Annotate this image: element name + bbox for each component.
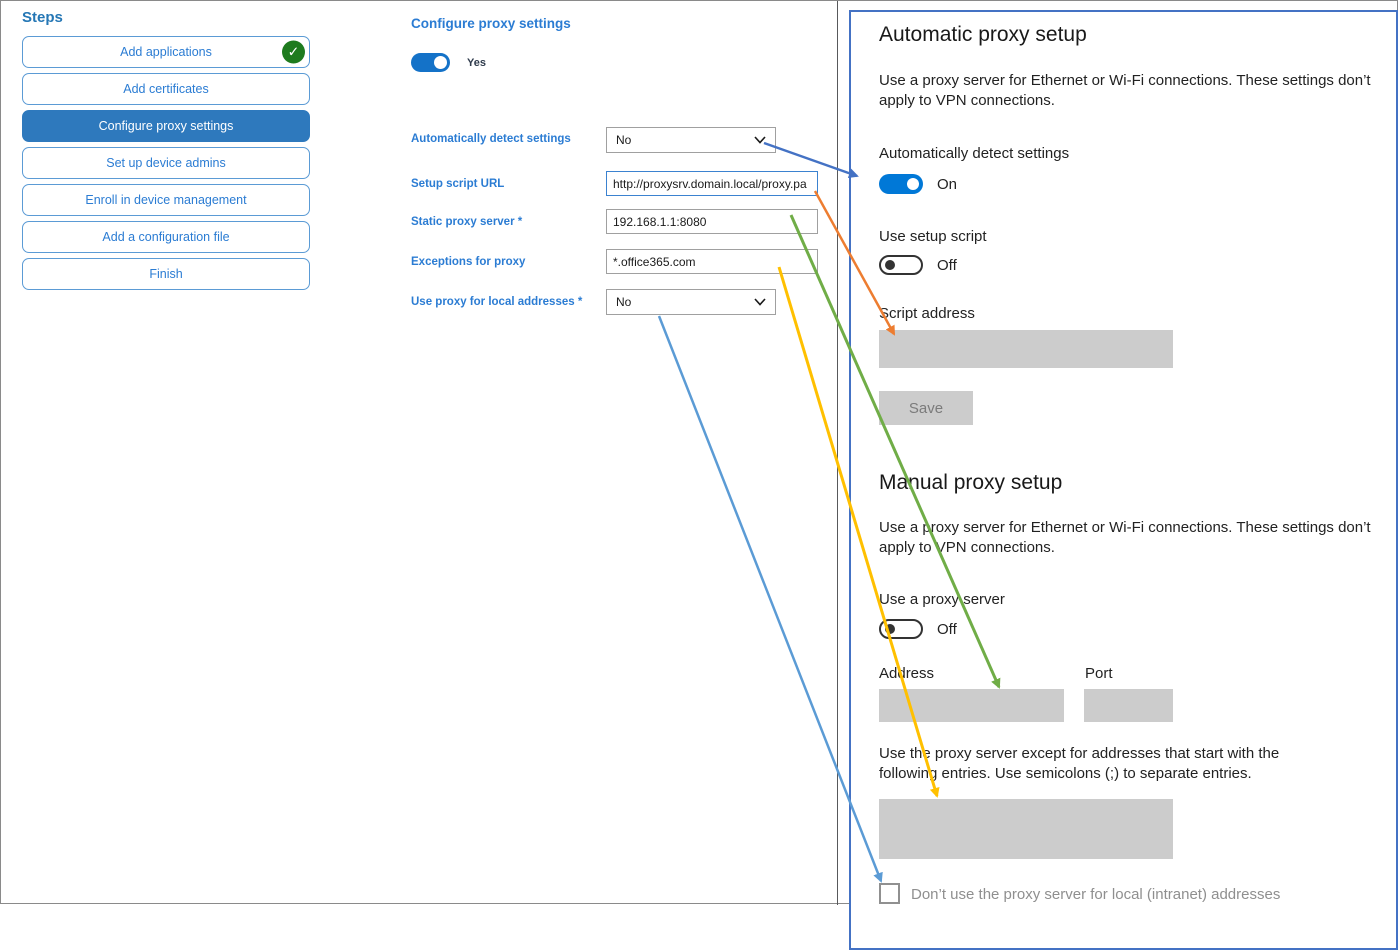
use-proxy-local-addresses-select[interactable]: No [606, 289, 776, 315]
step-add-certificates[interactable]: Add certificates [22, 73, 310, 105]
step-configure-proxy-settings[interactable]: Configure proxy settings [22, 110, 310, 142]
save-button[interactable]: Save [879, 391, 973, 425]
port-input[interactable] [1084, 689, 1173, 722]
static-proxy-server-input[interactable] [606, 209, 818, 234]
use-setup-script-label: Use setup script [879, 228, 987, 245]
step-label: Add applications [120, 45, 212, 59]
detect-settings-toggle[interactable] [879, 174, 923, 194]
local-intranet-checkbox-label: Don’t use the proxy server for local (in… [911, 886, 1281, 903]
script-address-input[interactable] [879, 330, 1173, 368]
toggle-knob [907, 178, 919, 190]
address-label: Address [879, 665, 935, 682]
automatic-proxy-setup-heading: Automatic proxy setup [879, 23, 1087, 46]
automatically-detect-select[interactable]: No [606, 127, 776, 153]
detect-settings-state: On [937, 176, 958, 193]
step-finish[interactable]: Finish [22, 258, 310, 290]
field-label-detect: Automatically detect settings [411, 133, 571, 145]
toggle-knob [434, 56, 447, 69]
step-set-up-device-admins[interactable]: Set up device admins [22, 147, 310, 179]
use-proxy-server-state: Off [937, 621, 957, 638]
manual-proxy-description: Use a proxy server for Ethernet or Wi-Fi… [879, 519, 1371, 556]
step-add-a-configuration-file[interactable]: Add a configuration file [22, 221, 310, 253]
step-label: Finish [149, 267, 183, 281]
step-label: Set up device admins [106, 156, 226, 170]
step-add-applications[interactable]: Add applications ✓ [22, 36, 310, 68]
step-label: Add a configuration file [102, 230, 230, 244]
use-proxy-server-toggle[interactable] [879, 619, 923, 639]
vertical-separator [837, 1, 838, 905]
use-setup-script-state: Off [937, 257, 957, 274]
use-proxy-server-label: Use a proxy server [879, 591, 1005, 608]
toggle-knob [885, 260, 895, 270]
step-label: Configure proxy settings [98, 119, 234, 133]
local-addresses-arrow [657, 315, 883, 883]
exceptions-for-proxy-input[interactable] [606, 249, 818, 274]
windows-proxy-settings-panel: Automatic proxy setup Use a proxy server… [849, 10, 1398, 950]
sidebar-title: Steps [22, 9, 63, 26]
setup-script-url-input[interactable] [606, 171, 818, 196]
field-label-exceptions: Exceptions for proxy [411, 256, 526, 268]
toggle-knob [885, 624, 895, 634]
configure-proxy-toggle[interactable] [411, 53, 450, 72]
steps-sidebar: Steps Add applications ✓ Add certificate… [22, 9, 310, 295]
completed-check-icon: ✓ [282, 40, 305, 64]
chevron-down-icon [754, 136, 766, 144]
step-label: Add certificates [123, 82, 209, 96]
field-label-local-addresses: Use proxy for local addresses * [411, 296, 583, 308]
field-label-script-url: Setup script URL [411, 178, 505, 190]
configure-proxy-toggle-row: Yes [411, 53, 486, 72]
manual-proxy-setup-heading: Manual proxy setup [879, 471, 1063, 494]
proxy-exceptions-textarea[interactable] [879, 799, 1173, 859]
use-setup-script-toggle[interactable] [879, 255, 923, 275]
field-label-static-proxy: Static proxy server * [411, 216, 523, 228]
step-label: Enroll in device management [85, 193, 247, 207]
select-value: No [616, 133, 632, 147]
local-intranet-checkbox[interactable] [879, 883, 900, 904]
select-value: No [616, 295, 632, 309]
toggle-state-label: Yes [467, 56, 486, 69]
detect-settings-label: Automatically detect settings [879, 145, 1070, 162]
address-input[interactable] [879, 689, 1064, 722]
step-enroll-in-device-management[interactable]: Enroll in device management [22, 184, 310, 216]
port-label: Port [1085, 665, 1113, 682]
form-title: Configure proxy settings [411, 16, 571, 31]
script-address-label: Script address [879, 305, 975, 322]
chevron-down-icon [754, 298, 766, 306]
proxy-exceptions-description: Use the proxy server except for addresse… [879, 745, 1280, 782]
automatic-proxy-description: Use a proxy server for Ethernet or Wi-Fi… [879, 72, 1371, 109]
